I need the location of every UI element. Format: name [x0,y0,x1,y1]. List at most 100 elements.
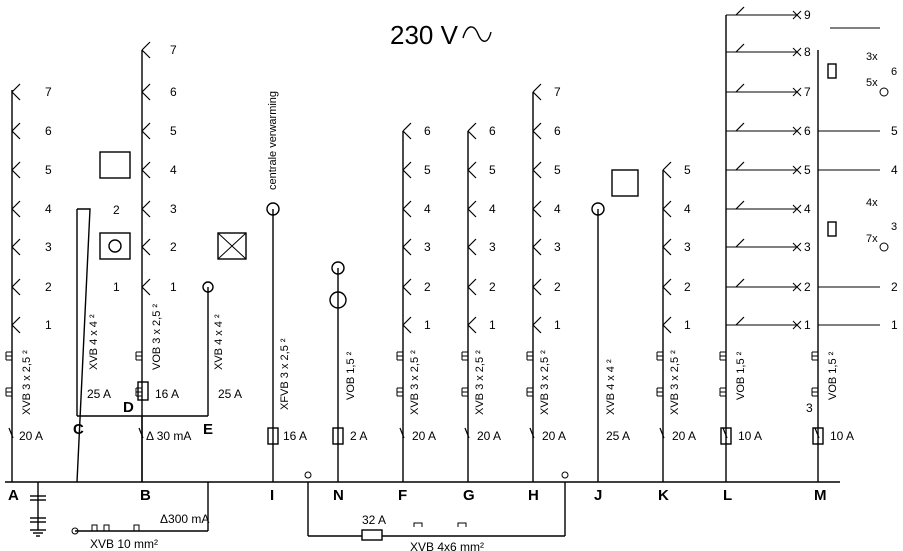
group-letter: I [270,487,274,504]
breaker-symbol [8,427,14,439]
lamp-icon [792,242,802,252]
socket-icon [141,238,151,256]
protection-label: 20 A [412,429,436,443]
m-label: 3 [891,221,897,233]
breaker-symbol [138,427,144,439]
fuse-icon [812,427,824,445]
protection-label: 20 A [477,429,501,443]
protection-label: 10 A [830,429,854,443]
socket-icon [402,161,412,179]
circuit-number: 3 [684,240,691,254]
switch-icon [735,83,745,93]
fuse-icon [332,427,344,445]
junction-box-icon [217,232,247,260]
circuit-number: 5 [554,163,561,177]
circuit-number: 4 [684,202,691,216]
fuse-icon [267,427,279,445]
socket-icon [402,238,412,256]
circuit-number: 7 [804,85,811,99]
circuit-number: 7 [170,43,177,57]
socket-icon [141,278,151,296]
socket-box-icon [99,151,131,179]
circuit-number: 1 [891,318,898,332]
breaker-symbol [814,427,820,439]
group-letter: G [463,487,475,504]
group-letter: M [814,487,827,504]
circuit-number: 5 [804,163,811,177]
socket-icon [141,41,151,59]
outlet-icon [591,202,605,216]
socket-icon [662,278,672,296]
protection-label: 25 A [87,387,111,401]
relay-icon [827,63,837,79]
socket-icon [467,316,477,334]
circuit-number: 2 [804,280,811,294]
circuit-number: 4 [489,202,496,216]
circuit-number: 5 [424,163,431,177]
circuit-number: 8 [804,45,811,59]
socket-icon [467,278,477,296]
circuit-number: 4 [554,202,561,216]
terminal-mark [5,351,12,397]
m-label: 6 [891,66,897,78]
circuit-number: 1 [684,318,691,332]
terminal-mark [811,351,818,397]
socket-icon [532,122,542,140]
protection-label: 16 A [283,429,307,443]
protection-label: 2 A [350,429,367,443]
circuit-number: 6 [489,124,496,138]
circuit-number: 1 [804,318,811,332]
socket-box-icon [99,232,131,260]
circuit-number: 4 [804,202,811,216]
lamp-icon [792,87,802,97]
socket-icon [532,83,542,101]
socket-icon [532,161,542,179]
switch-icon [735,316,745,326]
socket-icon [467,238,477,256]
group-letter: N [333,487,344,504]
title: 230 V [390,20,459,50]
circuit-number: 5 [489,163,496,177]
circuit-number: 1 [113,280,120,294]
switch-icon [735,278,745,288]
socket-icon [11,278,21,296]
cable-label: XVB 3 x 2,5 ² [669,350,681,415]
lamp-icon [792,126,802,136]
relay-icon [827,221,837,237]
cable-label: XVB 3 x 2,5 ² [539,350,551,415]
socket-icon [141,122,151,140]
circuit-number: 3 [170,202,177,216]
socket-icon [532,238,542,256]
circuit-number: 2 [684,280,691,294]
circuit-number: 3 [554,240,561,254]
circuit-number: 2 [554,280,561,294]
socket-icon [11,83,21,101]
group-letter: H [528,487,539,504]
protection-label: 16 A [155,387,179,401]
group-letter: L [723,487,732,504]
group-letter: E [203,421,213,438]
cable-label: XFVB 3 x 2,5 ² [279,338,291,410]
switch-icon [735,238,745,248]
heating-label: centrale verwarming [267,91,279,190]
earth-cable-label: XVB 10 mm² [90,537,158,551]
circuit-number: 3 [804,240,811,254]
protection-label: 25 A [606,429,630,443]
breaker-symbol [529,427,535,439]
cable-label: XVB 4 x 4 ² [605,359,617,415]
m-label: 5x [866,77,878,89]
transformer-icon [329,291,347,309]
protection-label: Δ 30 mA [146,429,191,443]
protection-label: 20 A [542,429,566,443]
socket-icon [532,316,542,334]
group-letter: K [658,487,669,504]
terminal-mark [396,351,403,397]
supply-cable-label: XVB 4x6 mm² [410,540,484,551]
circuit-number: 6 [170,85,177,99]
circuit-number: 2 [45,280,52,294]
cable-label: VOB 1,5 ² [735,351,747,400]
circuit-number: 1 [45,318,52,332]
group-letter: F [398,487,407,504]
terminal-mark [135,351,142,397]
